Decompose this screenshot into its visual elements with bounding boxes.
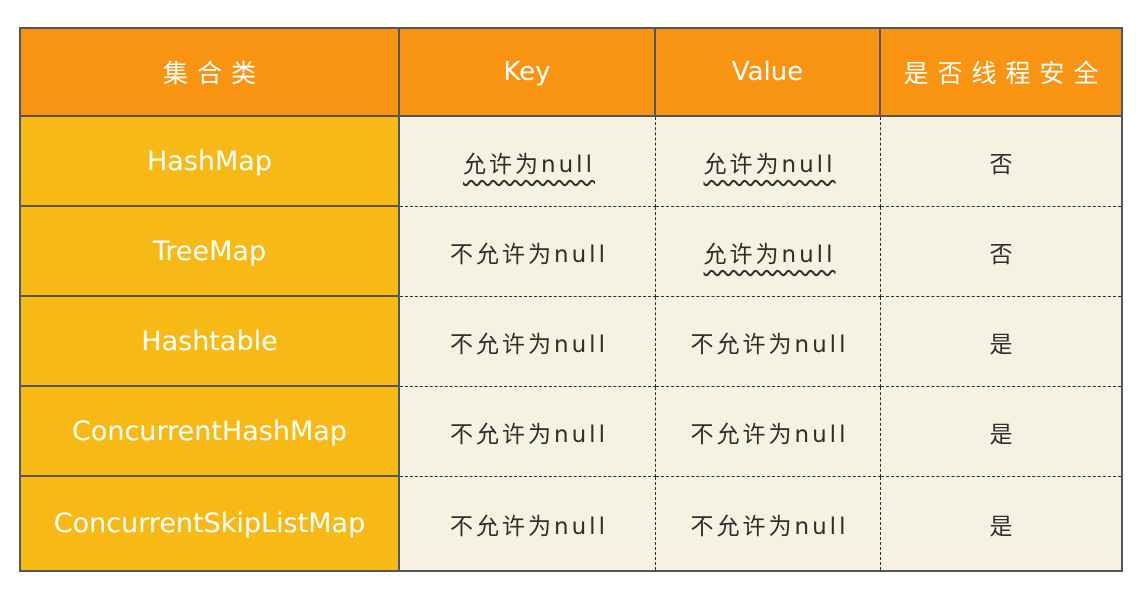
row-header-hashmap: HashMap xyxy=(21,117,400,207)
cell-text: 不允许为null xyxy=(690,421,849,448)
cell-hashmap-key: 允许为null xyxy=(400,117,656,207)
cell-hashtable-key: 不允许为null xyxy=(400,297,656,387)
cell-text: 是 xyxy=(989,331,1016,358)
row-header-hashtable: Hashtable xyxy=(21,297,400,387)
cell-text: 不允许为null xyxy=(690,513,849,540)
cell-treemap-thread-safe: 否 xyxy=(881,207,1121,297)
cell-hashtable-thread-safe: 是 xyxy=(881,297,1121,387)
cell-treemap-value: 允许为null xyxy=(656,207,881,297)
cell-text: 不允许为null xyxy=(450,241,608,268)
row-header-treemap: TreeMap xyxy=(21,207,400,297)
cell-text: 不允许为null xyxy=(450,421,608,448)
cell-concurrenthashmap-key: 不允许为null xyxy=(400,387,656,477)
column-header-value: Value xyxy=(656,29,881,117)
map-comparison-table: 集合类 Key Value 是否线程安全 HashMap 允许为null 允许为… xyxy=(19,27,1123,572)
column-header-label: Key xyxy=(503,57,551,87)
cell-text: 否 xyxy=(989,241,1016,268)
collection-name-label: HashMap xyxy=(146,145,272,177)
collection-name-label: ConcurrentHashMap xyxy=(72,415,347,447)
column-header-label: 是否线程安全 xyxy=(903,59,1108,88)
column-header-key: Key xyxy=(400,29,656,117)
collection-name-label: Hashtable xyxy=(141,325,278,357)
cell-text: 允许为null xyxy=(463,151,595,178)
cell-text: 是 xyxy=(989,513,1016,540)
cell-text: 是 xyxy=(989,421,1016,448)
row-header-concurrentskiplistmap: ConcurrentSkipListMap xyxy=(21,477,400,570)
cell-text: 不允许为null xyxy=(450,331,608,358)
cell-text: 否 xyxy=(989,151,1016,178)
column-header-label: Value xyxy=(731,57,804,87)
cell-hashtable-value: 不允许为null xyxy=(656,297,881,387)
cell-hashmap-value: 允许为null xyxy=(656,117,881,207)
cell-concurrentskiplistmap-thread-safe: 是 xyxy=(881,477,1121,570)
cell-text: 允许为null xyxy=(703,241,836,268)
cell-treemap-key: 不允许为null xyxy=(400,207,656,297)
cell-text: 不允许为null xyxy=(450,513,608,540)
column-header-label: 集合类 xyxy=(162,59,265,88)
collection-name-label: TreeMap xyxy=(152,235,267,267)
cell-concurrenthashmap-thread-safe: 是 xyxy=(881,387,1121,477)
row-header-concurrenthashmap: ConcurrentHashMap xyxy=(21,387,400,477)
collection-name-label: ConcurrentSkipListMap xyxy=(53,508,366,539)
cell-concurrenthashmap-value: 不允许为null xyxy=(656,387,881,477)
cell-text: 允许为null xyxy=(703,151,836,178)
cell-hashmap-thread-safe: 否 xyxy=(881,117,1121,207)
cell-concurrentskiplistmap-value: 不允许为null xyxy=(656,477,881,570)
column-header-collection: 集合类 xyxy=(21,29,400,117)
cell-concurrentskiplistmap-key: 不允许为null xyxy=(400,477,656,570)
cell-text: 不允许为null xyxy=(690,331,849,358)
column-header-thread-safe: 是否线程安全 xyxy=(881,29,1121,117)
